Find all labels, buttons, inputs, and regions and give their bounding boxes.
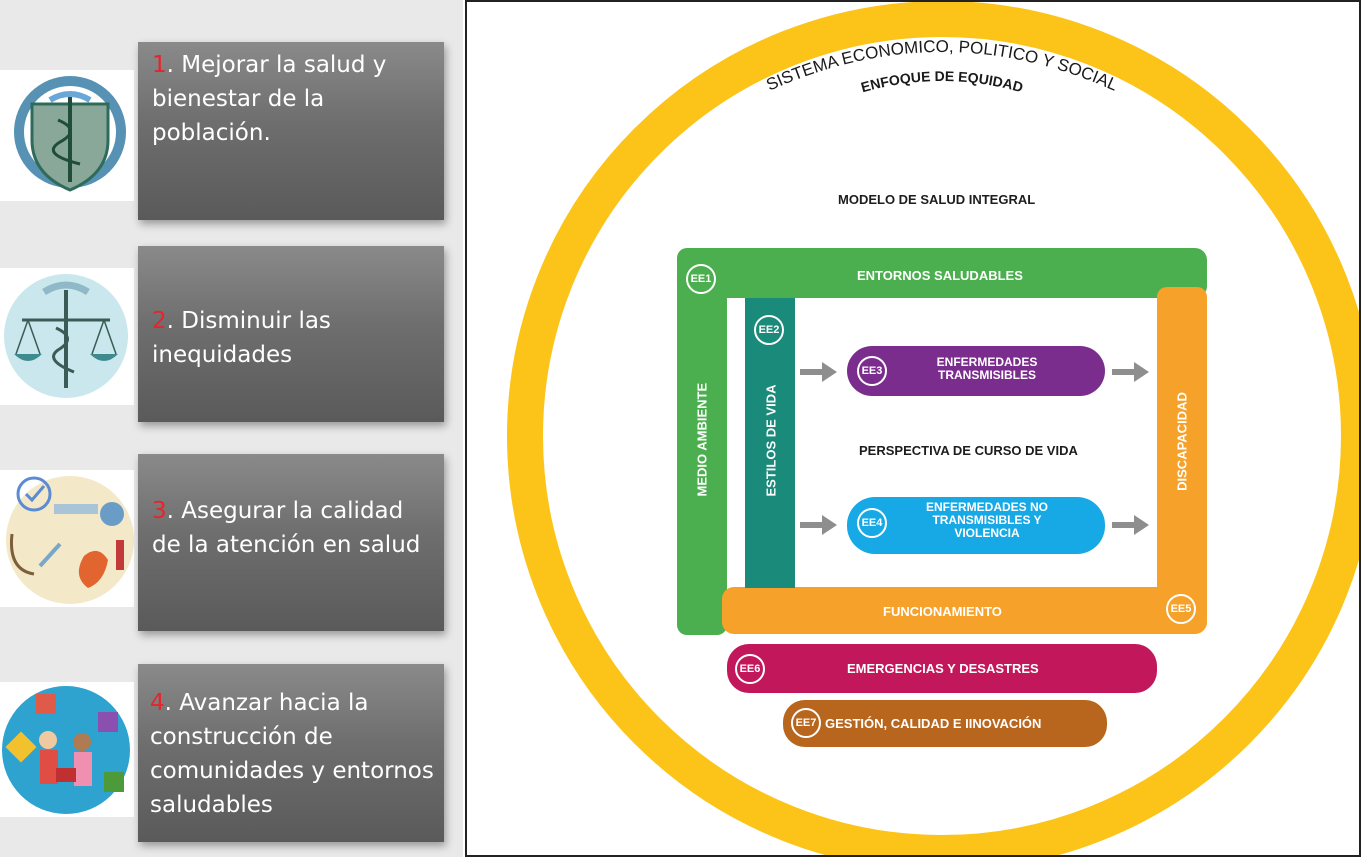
ee2-column bbox=[745, 298, 795, 588]
goal-text: . Asegurar la calidad de la atención en … bbox=[152, 498, 421, 558]
ee1-top-bar bbox=[677, 248, 1207, 298]
ee2-side-label: ESTILOS DE VIDA bbox=[763, 384, 779, 497]
goal-number: 4 bbox=[150, 690, 165, 716]
ee1-side-label: MEDIO AMBIENTE bbox=[694, 382, 710, 497]
goal-number: 2 bbox=[152, 308, 167, 334]
diagram-shapes: SISTEMA ECONOMICO, POLITICO Y SOCIAL ENF… bbox=[507, 2, 1359, 855]
health-model-diagram: SISTEMA ECONOMICO, POLITICO Y SOCIAL ENF… bbox=[465, 0, 1361, 857]
ee3-pill bbox=[847, 346, 1105, 396]
goal-card-1: 1. Mejorar la salud y bienestar de la po… bbox=[138, 42, 444, 220]
community-puzzle-icon bbox=[0, 682, 134, 817]
ee5-bottom-bar bbox=[722, 587, 1207, 634]
ee1-left-column bbox=[677, 248, 727, 635]
caduceus-shield-icon bbox=[0, 70, 134, 201]
arrow-right-icon bbox=[1112, 515, 1149, 535]
ee4-label-line1: ENFERMEDADES NO bbox=[925, 500, 1048, 514]
ee5-badge: EE5 bbox=[1166, 594, 1196, 624]
arrow-group bbox=[800, 362, 1149, 535]
ee3-badge: EE3 bbox=[857, 356, 887, 386]
ee4-label-line2: TRANSMISIBLES Y bbox=[932, 513, 1042, 527]
ee5-side-label: DISCAPACIDAD bbox=[1174, 392, 1190, 491]
ee6-bar bbox=[727, 644, 1157, 693]
ee4-label-line3: VIOLENCIA bbox=[954, 526, 1020, 540]
goal-number: 3 bbox=[152, 498, 167, 524]
goals-panel: 1. Mejorar la salud y bienestar de la po… bbox=[0, 0, 463, 857]
goal-card-2: 2. Disminuir las inequidades bbox=[138, 246, 444, 422]
ee1-badge: EE1 bbox=[686, 264, 716, 294]
goal-text: . Mejorar la salud y bienestar de la pob… bbox=[152, 52, 387, 146]
ee2-badge: EE2 bbox=[754, 315, 784, 345]
equity-ring bbox=[507, 2, 1359, 855]
ee1-top-label: ENTORNOS SALUDABLES bbox=[857, 268, 1023, 283]
ee7-label: GESTIÓN, CALIDAD E IINOVACIÓN bbox=[825, 716, 1042, 731]
ee3-label-line2: TRANSMISIBLES bbox=[937, 368, 1036, 382]
goal-text: . Avanzar hacia la construcción de comun… bbox=[150, 690, 434, 818]
model-title: MODELO DE SALUD INTEGRAL bbox=[838, 192, 1036, 207]
arrow-right-icon bbox=[800, 362, 837, 382]
goal-number: 1 bbox=[152, 52, 167, 78]
justice-scales-icon bbox=[0, 268, 134, 405]
arrow-right-icon bbox=[1112, 362, 1149, 382]
ee3-label-line1: ENFERMEDADES bbox=[936, 355, 1038, 369]
goal-card-4: 4. Avanzar hacia la construcción de comu… bbox=[138, 664, 444, 842]
ee4-pill bbox=[847, 497, 1105, 554]
ee6-badge: EE6 bbox=[735, 654, 765, 684]
ee5-bottom-label: FUNCIONAMIENTO bbox=[883, 604, 1002, 619]
goal-text: . Disminuir las inequidades bbox=[152, 308, 331, 368]
ee7-bar bbox=[783, 700, 1107, 747]
center-label: PERSPECTIVA DE CURSO DE VIDA bbox=[859, 443, 1078, 458]
goal-card-3: 3. Asegurar la calidad de la atención en… bbox=[138, 454, 444, 631]
ee4-badge: EE4 bbox=[857, 508, 887, 538]
arrow-right-icon bbox=[800, 515, 837, 535]
ee7-badge: EE7 bbox=[791, 708, 821, 738]
medical-care-icon bbox=[0, 470, 134, 607]
ee5-right-column bbox=[1157, 287, 1207, 632]
ring-label: ENFOQUE DE EQUIDAD bbox=[859, 68, 1025, 95]
ee6-label: EMERGENCIAS Y DESASTRES bbox=[847, 661, 1039, 676]
